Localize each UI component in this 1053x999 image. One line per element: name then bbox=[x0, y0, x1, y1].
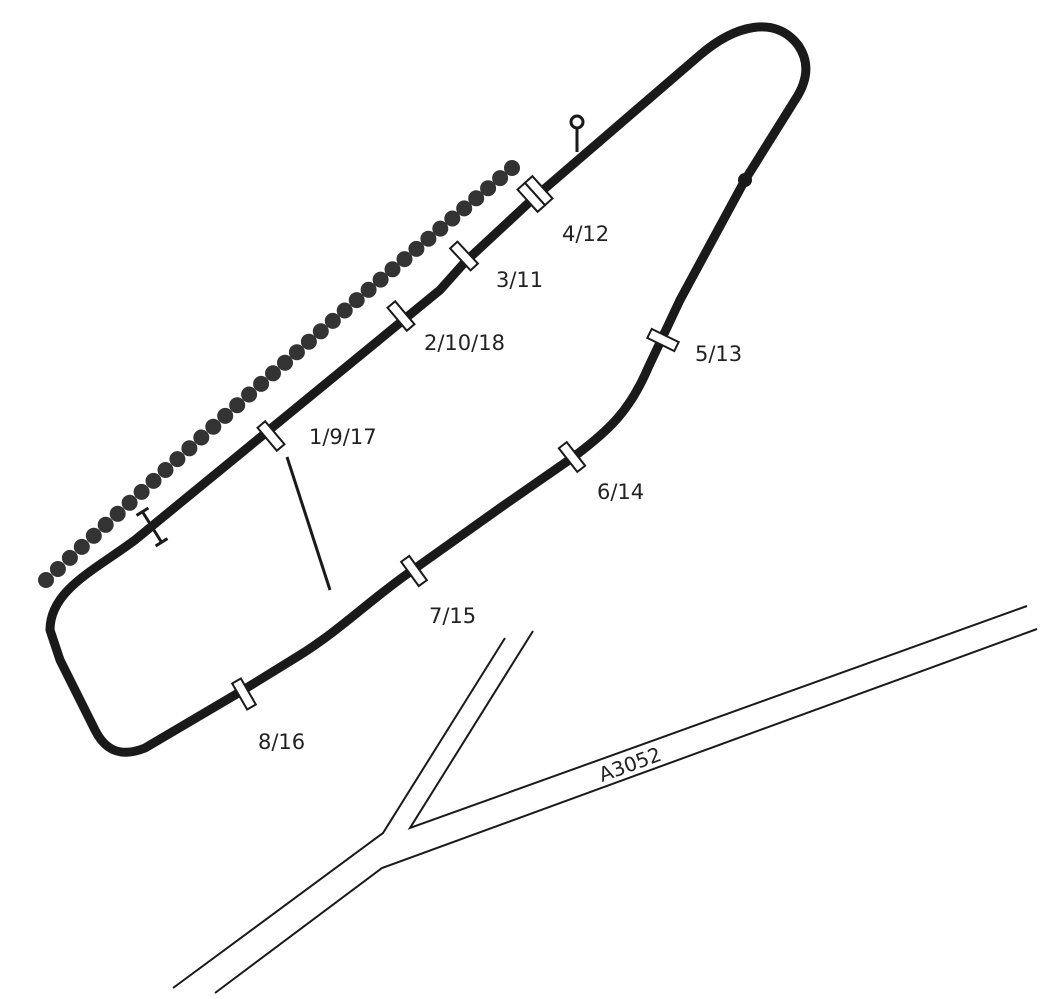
corner-marker-label: 3/11 bbox=[496, 268, 543, 292]
barrier-bead-row bbox=[38, 160, 520, 588]
barrier-bead bbox=[456, 200, 473, 217]
corner-marker: 4/12 bbox=[516, 174, 609, 246]
race-track bbox=[45, 22, 811, 757]
barrier-bead bbox=[253, 375, 270, 392]
barrier-bead bbox=[97, 516, 114, 533]
barrier-bead bbox=[408, 240, 425, 257]
barrier-bead bbox=[336, 302, 353, 319]
corner-marker: 5/13 bbox=[645, 327, 742, 366]
corner-marker-tab bbox=[523, 174, 554, 207]
barrier-bead bbox=[468, 190, 485, 207]
corner-marker-label: 6/14 bbox=[597, 480, 644, 504]
barrier-bead bbox=[169, 451, 186, 468]
barrier-bead bbox=[85, 527, 102, 544]
barrier-bead bbox=[492, 170, 509, 187]
corner-marker: 1/9/17 bbox=[256, 419, 377, 453]
road-junction bbox=[172, 605, 1038, 994]
location-pin-icon bbox=[569, 114, 585, 152]
corner-marker-label: 8/16 bbox=[258, 730, 305, 754]
corner-marker-tab bbox=[557, 440, 587, 474]
barrier-bead bbox=[49, 561, 66, 577]
corner-marker-label: 5/13 bbox=[695, 342, 742, 366]
barrier-bead bbox=[396, 251, 413, 268]
barrier-bead bbox=[265, 365, 281, 382]
barrier-bead bbox=[288, 344, 305, 361]
barrier-bead bbox=[193, 429, 210, 446]
corner-marker: 8/16 bbox=[230, 677, 305, 754]
barrier-bead bbox=[181, 440, 198, 457]
barrier-bead bbox=[157, 462, 174, 478]
barrier-bead bbox=[432, 220, 449, 237]
corner-marker-label: 1/9/17 bbox=[309, 425, 377, 449]
corner-marker-tab bbox=[230, 677, 258, 711]
barrier-bead bbox=[241, 386, 258, 403]
barrier-bead bbox=[73, 538, 90, 555]
barrier-bead bbox=[444, 210, 461, 227]
barrier-bead bbox=[300, 333, 317, 350]
barrier-bead bbox=[205, 418, 222, 435]
road-edge-inner bbox=[172, 637, 506, 989]
barrier-bead bbox=[229, 397, 246, 414]
corner-marker-tab bbox=[386, 299, 416, 333]
corner-marker-label: 2/10/18 bbox=[424, 331, 505, 355]
road-edge-upper bbox=[407, 605, 1028, 830]
barrier-bead bbox=[38, 572, 54, 588]
corner-marker: 2/10/18 bbox=[386, 299, 505, 355]
corner-marker: 6/14 bbox=[557, 440, 644, 504]
barrier-bead bbox=[504, 160, 520, 176]
barrier-bead bbox=[61, 549, 78, 566]
barrier-bead bbox=[277, 354, 293, 371]
start-line-marker bbox=[135, 506, 169, 548]
corner-markers: 1/9/17 2/10/18 3/11 4/12 5/13 6/14 7/15 8/16 bbox=[230, 174, 742, 754]
corner-marker-label: 4/12 bbox=[562, 222, 609, 246]
barrier-bead bbox=[133, 483, 150, 500]
barrier-bead bbox=[372, 271, 389, 288]
barrier-bead bbox=[109, 505, 126, 522]
barrier-bead bbox=[217, 407, 234, 424]
corner-marker-tab bbox=[645, 327, 681, 353]
track-point-dot bbox=[738, 173, 752, 187]
chicane-link-line bbox=[285, 456, 332, 591]
barrier-bead bbox=[384, 261, 401, 278]
barrier-bead bbox=[420, 230, 437, 247]
barrier-bead bbox=[121, 494, 138, 511]
corner-marker: 7/15 bbox=[399, 554, 476, 628]
barrier-bead bbox=[145, 472, 162, 489]
barrier-bead bbox=[348, 292, 365, 309]
corner-marker-tab bbox=[399, 554, 429, 588]
corner-marker-tab bbox=[448, 240, 480, 272]
barrier-bead bbox=[360, 281, 377, 298]
road-edge-lower bbox=[214, 628, 1038, 994]
barrier-bead bbox=[480, 180, 497, 197]
barrier-bead bbox=[312, 323, 329, 340]
barrier-bead bbox=[324, 312, 341, 329]
corner-marker: 3/11 bbox=[448, 240, 543, 292]
corner-marker-label: 7/15 bbox=[429, 604, 476, 628]
corner-marker-tab bbox=[256, 419, 286, 453]
